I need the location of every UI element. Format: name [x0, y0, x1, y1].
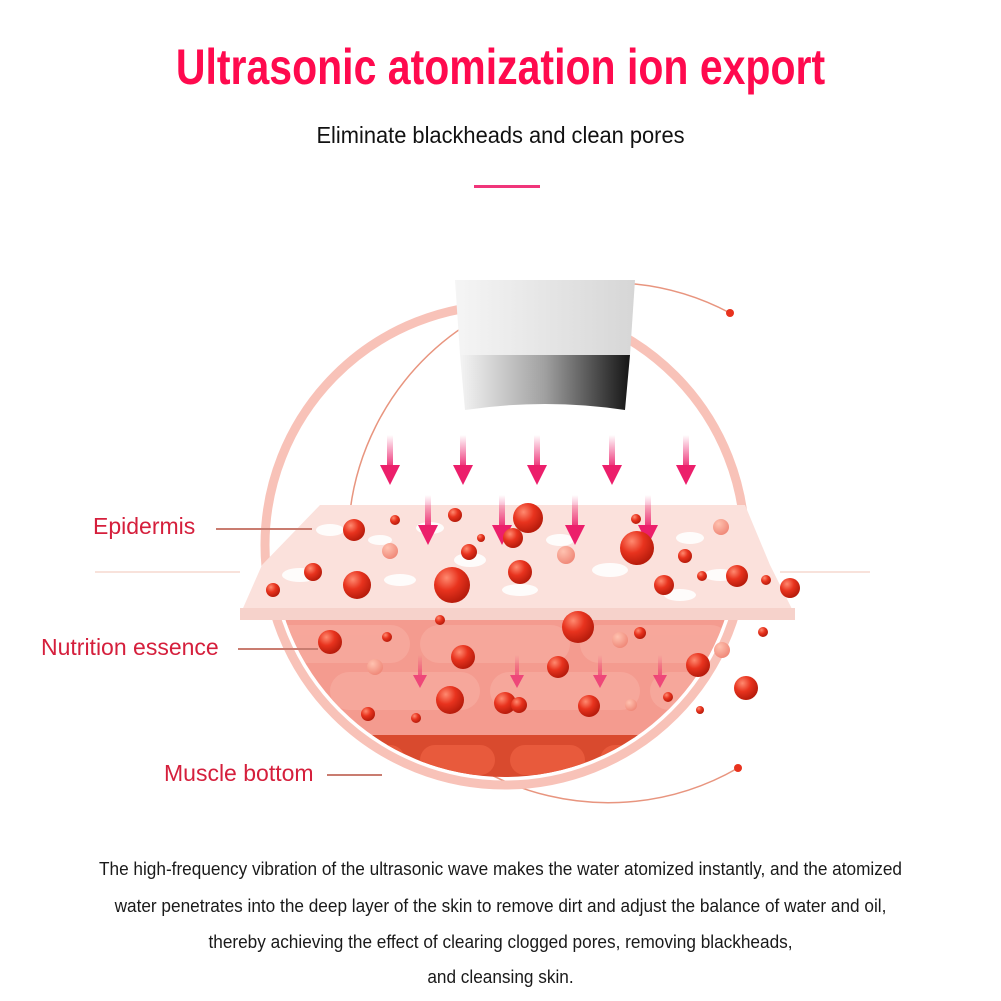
description-line-2: water penetrates into the deep layer of …: [114, 895, 887, 916]
water-droplets: [266, 503, 800, 723]
page-title: Ultrasonic atomization ion export: [175, 39, 826, 95]
label-epidermis: Epidermis: [93, 513, 196, 539]
leader-line-nutrition: [238, 648, 318, 650]
accent-divider: [474, 185, 540, 188]
description-line-4: and cleansing skin.: [427, 966, 574, 987]
device-head: [455, 280, 635, 355]
leader-line-muscle: [327, 774, 382, 776]
arrow-down-icons: [380, 435, 696, 688]
arc-end-dot: [726, 309, 734, 317]
leader-line-epidermis: [216, 528, 312, 530]
label-muscle-bottom: Muscle bottom: [164, 760, 314, 786]
label-nutrition-essence: Nutrition essence: [41, 634, 219, 660]
description-line-1: The high-frequency vibration of the ultr…: [98, 858, 902, 879]
description-line-3: thereby achieving the effect of clearing…: [208, 931, 793, 952]
subtitle: Eliminate blackheads and clean pores: [316, 122, 685, 148]
arc-end-dot: [734, 764, 742, 772]
